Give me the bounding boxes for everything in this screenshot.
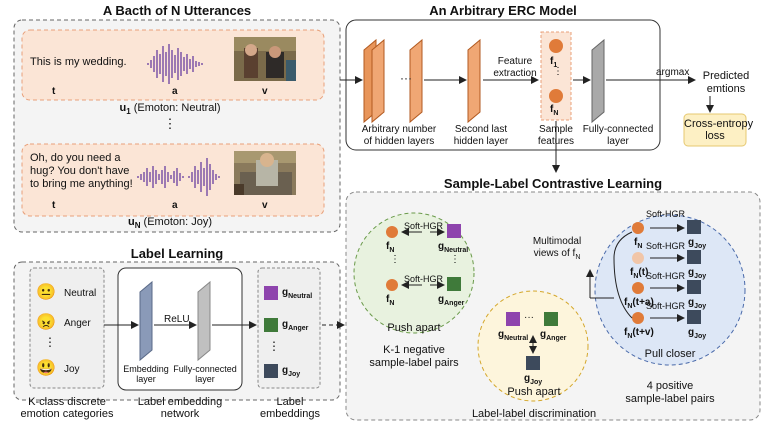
fc-layer-erc <box>591 38 605 124</box>
label-label-title: Label-label discrimination <box>471 408 597 420</box>
embedding-joy-label: gJoy <box>282 365 301 378</box>
relu-label: ReLU <box>164 314 190 325</box>
soft-hgr-pos-2: Soft-HGR <box>646 241 686 251</box>
video-frame-n <box>234 151 296 195</box>
feature-fn-node <box>549 89 563 103</box>
neg-vdots-right: ⋮ <box>450 254 460 265</box>
embedding-vdots: ⋮ <box>268 339 280 353</box>
embedding-neutral-swatch <box>264 286 278 300</box>
ll-g-neutral: gNeutral <box>498 329 529 342</box>
sample-features-box <box>540 31 572 121</box>
emoji-anger: 😠 <box>36 314 56 331</box>
emotion-joy: Joy <box>64 364 80 375</box>
pos-fn-t: fN(t) <box>630 267 649 280</box>
emotion-vdots: ⋮ <box>44 335 56 349</box>
soft-hgr-pos-1: Soft-HGR <box>646 209 686 219</box>
cross-entropy-box <box>683 113 747 147</box>
ll-g-anger: gAnger <box>540 329 567 342</box>
soft-hgr-pos-3: Soft-HGR <box>646 271 686 281</box>
utterance-ellipsis: ⋮ <box>163 116 177 131</box>
modality-t-n: t <box>52 200 56 211</box>
pos-g-joy-1: gJoy <box>688 237 707 250</box>
push-apart-circle <box>353 212 475 334</box>
neg-fn-2: fN <box>386 294 395 307</box>
ll-ellipsis: ··· <box>524 312 534 323</box>
pos-g-joy-2: gJoy <box>688 267 707 280</box>
embedding-neutral-label: gNeutral <box>282 287 313 300</box>
neg-vdots-left: ⋮ <box>390 254 400 265</box>
modality-v-n: v <box>262 200 268 211</box>
push-apart-label: Push apart <box>387 322 441 334</box>
features-vdots: ⋮ <box>553 66 563 77</box>
utterance-n-text: Oh, do you need a hug? You don't have to… <box>30 152 133 190</box>
ll-push-apart-label: Push apart <box>507 386 561 398</box>
embedding-joy-swatch <box>264 364 278 378</box>
modality-a-1: a <box>172 86 178 97</box>
pull-closer-circle <box>594 214 746 366</box>
pos-fn-tv: fN(t+v) <box>624 327 654 340</box>
emotion-categories-box <box>29 267 105 389</box>
soft-hgr-pos-4: Soft-HGR <box>646 301 686 311</box>
pos-fn-0: fN <box>634 237 643 250</box>
argmax-label: argmax <box>656 67 690 78</box>
fc-layer-shape <box>197 280 211 362</box>
embedding-anger-label: gAnger <box>282 319 309 332</box>
embedding-anger-swatch <box>264 318 278 332</box>
label-learning-title: Label Learning <box>130 246 224 261</box>
utterance-n-label: uN (Emoton: Joy) <box>127 216 213 231</box>
emoji-neutral: 😐 <box>36 284 56 301</box>
ll-g-joy: gJoy <box>524 373 543 386</box>
neg-g-neutral: gNeutral <box>438 241 469 254</box>
utterances-title: A Bacth of N Utterances <box>102 3 252 18</box>
emoji-joy: 😃 <box>36 360 56 377</box>
pos-fn-ta: fN(t+a) <box>624 297 654 310</box>
pull-closer-label: Pull closer <box>644 348 696 360</box>
utterance-1-text: This is my wedding. <box>30 56 127 68</box>
modality-v-1: v <box>262 86 268 97</box>
utterance-1-label: u1 (Emoton: Neutral) <box>119 102 221 117</box>
neg-fn-1: fN <box>386 241 395 254</box>
feature-fn-label: fN <box>550 104 559 117</box>
emotion-anger: Anger <box>64 318 91 329</box>
soft-hgr-neg-1: Soft-HGR <box>404 221 444 231</box>
audio-waveform-n <box>137 158 220 196</box>
feature-f1-node <box>549 39 563 53</box>
audio-waveform-1 <box>147 44 203 84</box>
erc-model-title: An Arbitrary ERC Model <box>429 3 577 18</box>
neg-g-anger: gAnger <box>438 294 465 307</box>
embedding-layer-shape <box>139 280 153 362</box>
modality-a-n: a <box>172 200 178 211</box>
pos-g-joy-3: gJoy <box>688 297 707 310</box>
emotion-neutral: Neutral <box>64 288 97 299</box>
modality-t-1: t <box>52 86 56 97</box>
erc-model-panel <box>345 19 661 151</box>
contrastive-title: Sample-Label Contrastive Learning <box>443 176 663 191</box>
layers-ellipsis: ··· <box>400 71 412 85</box>
video-frame-1 <box>234 37 296 81</box>
hidden-layers <box>363 38 481 124</box>
soft-hgr-neg-2: Soft-HGR <box>404 274 444 284</box>
pos-g-joy-4: gJoy <box>688 327 707 340</box>
feature-f1-label: f1 <box>550 56 558 69</box>
